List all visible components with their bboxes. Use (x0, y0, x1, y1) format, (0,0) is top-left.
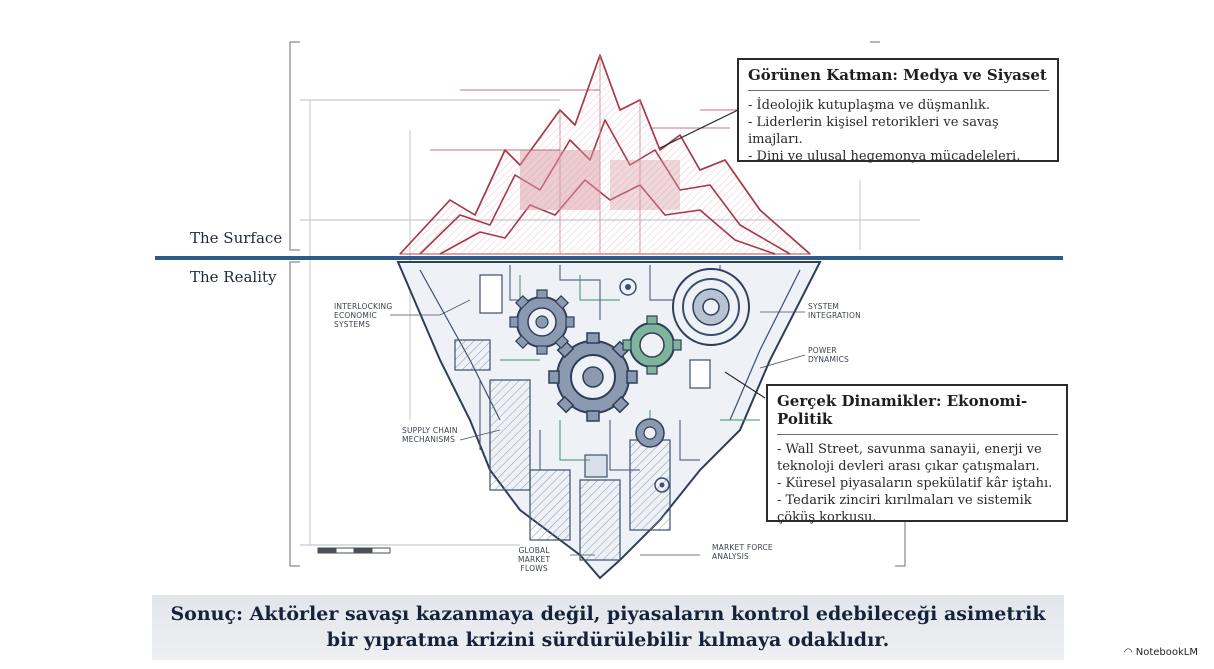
real-dynamics-title: Gerçek Dinamikler: Ekonomi-Politik (777, 392, 1028, 428)
gear-small (635, 418, 665, 448)
underwater-structure (396, 261, 822, 580)
callout-line-surface (659, 109, 739, 149)
brand-watermark: ◠ NotebookLM (1124, 647, 1198, 658)
surface-label: The Surface (190, 229, 283, 247)
real-dynamics-list: - Wall Street, savunma sanayii, enerji v… (777, 441, 1058, 526)
gear-green (622, 315, 682, 375)
conclusion-banner: Sonuç: Aktörler savaşı kazanmaya değil, … (152, 595, 1064, 660)
real-dynamics-divider (777, 434, 1058, 435)
gear-tiny (619, 278, 637, 296)
visible-layer-title: Görünen Katman: Medya ve Siyaset (748, 66, 1047, 84)
annotation-supply-chain: SUPPLY CHAIN MECHANISMS (402, 426, 458, 444)
visible-layer-divider (748, 90, 1049, 91)
annotation-leaders (390, 299, 806, 556)
visible-layer-list: - İdeolojik kutuplaşma ve düşmanlık. - L… (748, 97, 1049, 165)
visible-layer-item: - Liderlerin kişisel retorikleri ve sava… (748, 115, 999, 147)
annotation-interlocking: INTERLOCKING ECONOMIC SYSTEMS (334, 302, 393, 329)
gear-left (509, 289, 575, 355)
visible-layer-item: - Dini ve ulusal hegemonya mücadeleleri. (748, 149, 1021, 164)
annotation-market-force: MARKET FORCE ANALYSIS (712, 543, 773, 561)
scale-bar (317, 547, 391, 554)
reality-label: The Reality (190, 268, 277, 286)
gear-tiny-lower (654, 477, 670, 493)
annotation-system-integration: SYSTEM INTEGRATION (808, 302, 861, 320)
conclusion-line-2: bir yıpratma krizini sürdürülebilir kılm… (326, 629, 890, 651)
real-dynamics-item: - Wall Street, savunma sanayii, enerji v… (777, 442, 1042, 474)
real-dynamics-item: - Küresel piyasaların spekülatif kâr işt… (777, 476, 1053, 491)
visible-layer-item: - İdeolojik kutuplaşma ve düşmanlık. (748, 98, 990, 113)
mountain-peaks (399, 54, 811, 255)
real-dynamics-box: Gerçek Dinamikler: Ekonomi-Politik - Wal… (766, 384, 1068, 525)
real-dynamics-item: - Tedarik zinciri kırılmaları ve sistemi… (777, 493, 1032, 525)
gear-large (548, 332, 638, 422)
annotation-power-dynamics: POWER DYNAMICS (808, 346, 849, 364)
conclusion-line-1: Sonuç: Aktörler savaşı kazanmaya değil, … (170, 603, 1046, 625)
gear-target (672, 268, 750, 346)
callout-line-reality (724, 371, 766, 399)
annotation-global-market: GLOBAL MARKET FLOWS (518, 546, 551, 573)
visible-layer-box: Görünen Katman: Medya ve Siyaset - İdeol… (737, 58, 1059, 165)
notebooklm-logo-icon: ◠ (1123, 647, 1136, 658)
brand-label: NotebookLM (1135, 647, 1198, 658)
